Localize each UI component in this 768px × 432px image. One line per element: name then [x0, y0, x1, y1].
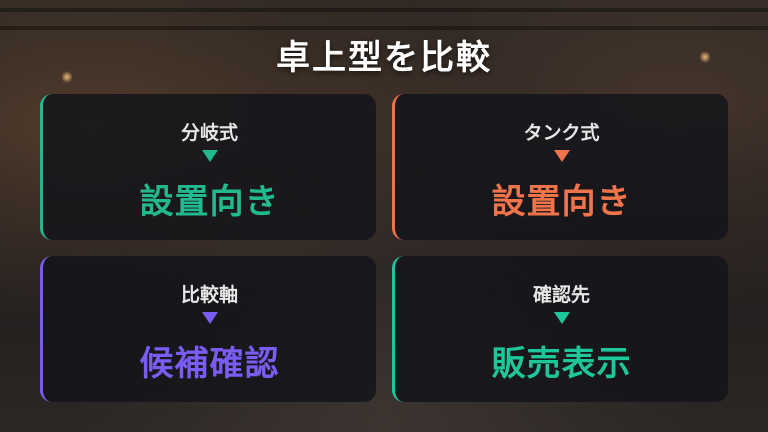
- page-title: 卓上型を比較: [276, 38, 492, 78]
- card-comparison-axis: 比較軸 候補確認: [40, 256, 376, 402]
- card-value: 設置向き: [491, 182, 632, 222]
- card-tank-type: タンク式 設置向き: [392, 94, 728, 240]
- triangle-down-icon: [201, 150, 218, 162]
- pendant-lamp: [62, 70, 72, 84]
- card-label: タンク式: [523, 122, 600, 144]
- card-label: 分岐式: [180, 122, 238, 144]
- card-check-source: 確認先 販売表示: [392, 256, 728, 402]
- triangle-down-icon: [553, 312, 570, 324]
- card-label: 比較軸: [180, 284, 238, 306]
- card-value: 販売表示: [491, 344, 632, 384]
- ceiling-beam: [0, 8, 768, 12]
- ceiling-beam: [0, 26, 768, 30]
- card-value: 設置向き: [139, 182, 280, 222]
- triangle-down-icon: [553, 150, 570, 162]
- card-label: 確認先: [532, 284, 590, 306]
- card-value: 候補確認: [139, 344, 280, 384]
- pendant-lamp: [700, 50, 710, 64]
- card-branch-type: 分岐式 設置向き: [40, 94, 376, 240]
- triangle-down-icon: [201, 312, 218, 324]
